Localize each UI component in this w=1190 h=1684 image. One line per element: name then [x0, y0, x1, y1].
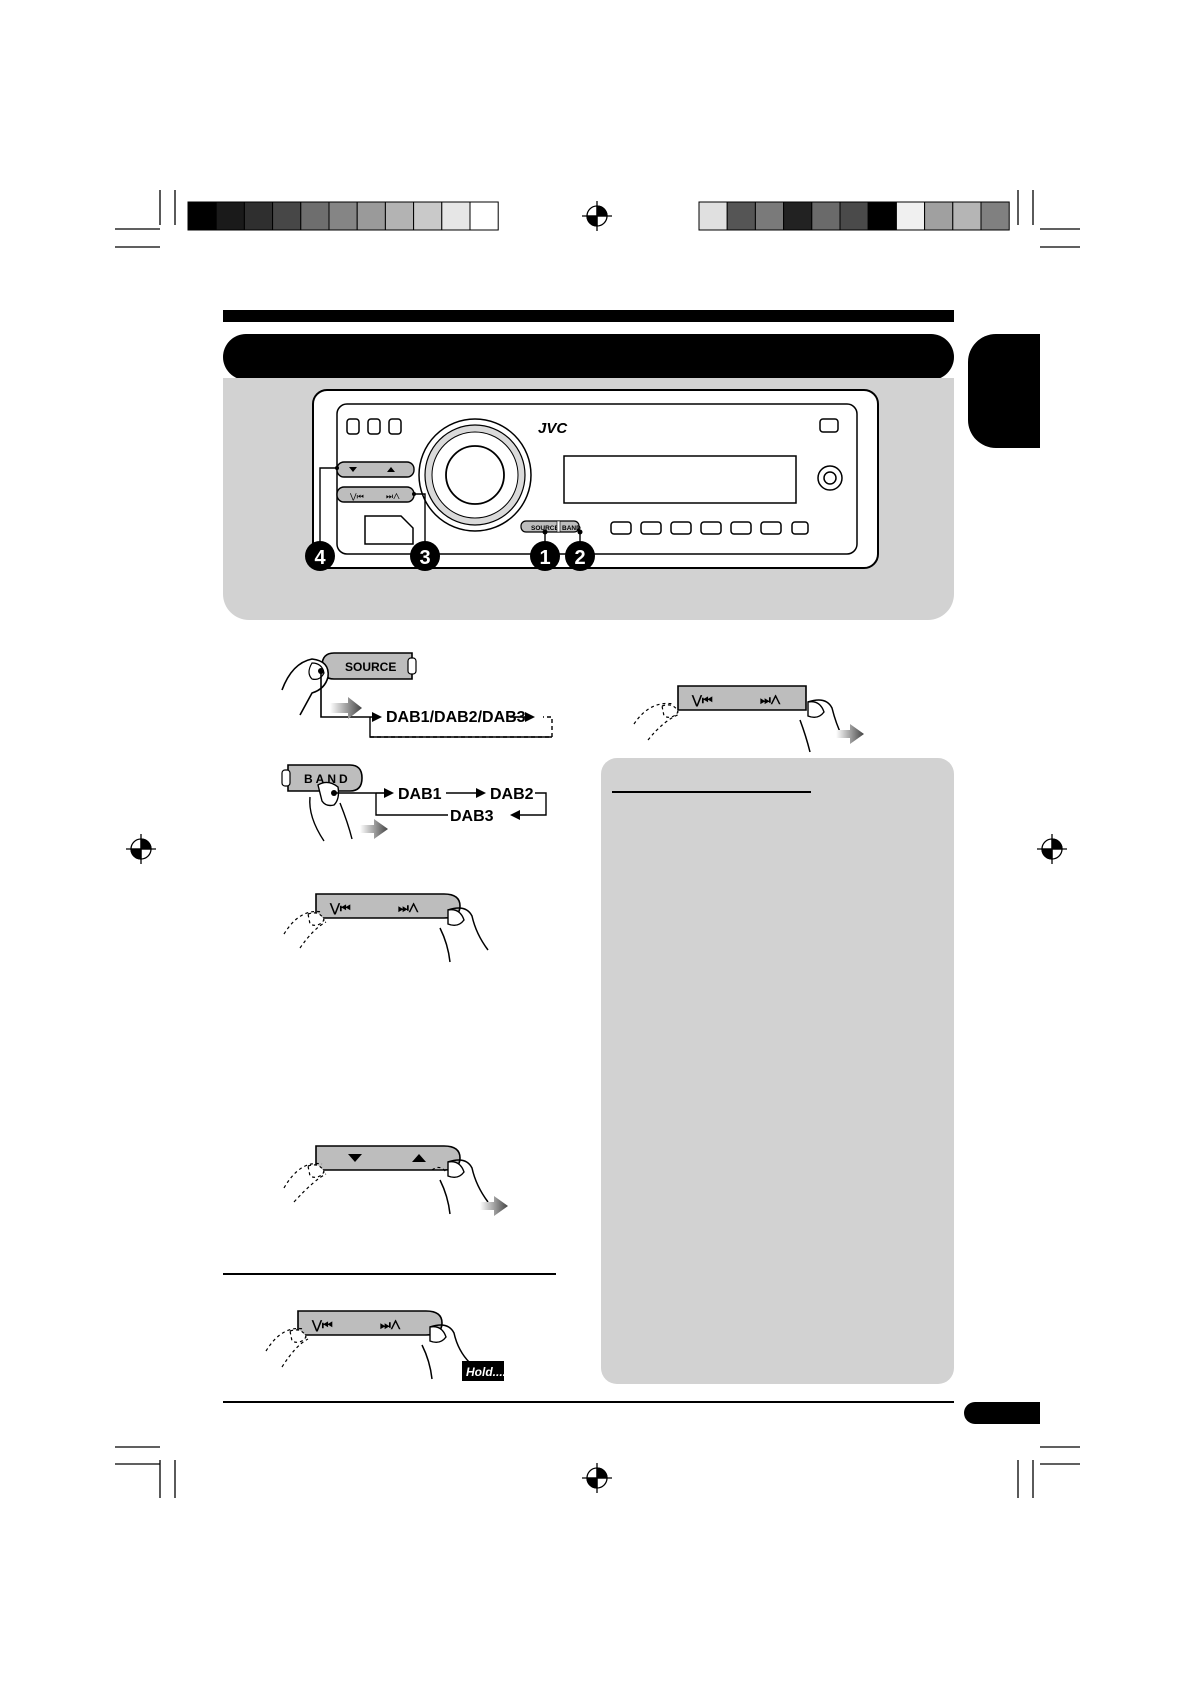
step-source-illustration: SOURCE DAB1/DAB2/DAB3 [281, 652, 553, 738]
svg-text:3: 3 [419, 547, 430, 569]
registration-swatch [441, 201, 471, 231]
registration-swatch [356, 201, 386, 231]
preset-buttons [610, 521, 809, 535]
info-panel [601, 758, 954, 1384]
callout-4: 4 [305, 541, 335, 571]
unit-source-label: SOURCE [531, 525, 559, 532]
registration-bar-left [187, 201, 500, 236]
header-rule [223, 310, 954, 322]
preset-top-buttons [346, 418, 839, 435]
registration-swatch [811, 201, 841, 231]
svg-text:⏭⋀: ⏭⋀ [398, 901, 419, 915]
svg-text:⋁⏮: ⋁⏮ [311, 1318, 333, 1332]
svg-text:2: 2 [574, 547, 585, 569]
svg-text:⋁⏮: ⋁⏮ [329, 901, 351, 915]
registration-swatch [839, 201, 869, 231]
registration-swatch [469, 201, 499, 231]
registration-swatch [726, 201, 756, 231]
unit-band-label: BAND [562, 525, 581, 532]
step-hold-illustration: ⋁⏮ ⏭⋀ Hold.... [265, 1310, 506, 1381]
target-mark-top [582, 201, 612, 231]
registration-swatch [754, 201, 785, 231]
card-slot [364, 515, 414, 545]
registration-swatch [952, 201, 982, 231]
car-stereo-illustration: JVC ⋁⏮ ⏭⋀ SOURCE BAND [305, 389, 879, 571]
registration-swatch [698, 201, 728, 231]
registration-bar-left-svg [187, 201, 499, 231]
svg-text:⏭⋀: ⏭⋀ [760, 693, 781, 707]
step-right-skip-illustration: ⋁⏮ ⏭⋀ [633, 685, 864, 753]
svg-text:⋁⏮: ⋁⏮ [691, 693, 713, 707]
band-button-label: BAND [304, 772, 351, 786]
info-panel-heading-rule [612, 791, 811, 793]
registration-bar-right [698, 201, 1011, 236]
registration-bar-right-svg [698, 201, 1010, 231]
source-cycle-text: DAB1/DAB2/DAB3 [386, 709, 526, 726]
registration-swatch [300, 201, 330, 231]
step-skip-illustration: ⋁⏮ ⏭⋀ [283, 893, 489, 963]
registration-swatch [215, 201, 245, 231]
band-cycle-1: DAB1 [398, 786, 442, 803]
left-column-rule [223, 1273, 556, 1275]
section-title-bar [223, 334, 954, 380]
registration-swatch [384, 201, 415, 231]
callout-3: 3 [410, 541, 440, 571]
registration-swatch [328, 201, 358, 231]
svg-text:⋁⏮: ⋁⏮ [349, 492, 364, 501]
registration-swatch [895, 201, 926, 231]
registration-swatch [980, 201, 1010, 231]
display-window [563, 455, 797, 504]
registration-swatch [413, 201, 443, 231]
callout-2: 2 [565, 541, 595, 571]
callout-1: 1 [530, 541, 560, 571]
svg-text:⏭⋀: ⏭⋀ [380, 1318, 401, 1332]
registration-swatch [187, 201, 217, 231]
footer-rule [223, 1401, 954, 1403]
svg-text:4: 4 [314, 547, 326, 569]
skip-button-shape [336, 486, 415, 503]
language-tab [968, 334, 1040, 448]
registration-swatch [243, 201, 274, 231]
step-updown-illustration [283, 1145, 508, 1216]
page-number-tab [964, 1402, 1040, 1424]
band-cycle-2: DAB2 [490, 786, 534, 803]
svg-text:1: 1 [539, 547, 550, 569]
source-button-label: SOURCE [345, 660, 396, 674]
target-mark-right [1037, 834, 1067, 864]
hold-label: Hold.... [466, 1365, 506, 1379]
up-down-button-shape [336, 461, 415, 478]
target-mark-bottom [582, 1463, 612, 1493]
volume-dial [418, 418, 532, 532]
registration-swatch [924, 201, 954, 231]
step-band-illustration: BAND DAB1 DAB2 DAB3 [281, 764, 547, 842]
target-mark-left [126, 834, 156, 864]
svg-text:⏭⋀: ⏭⋀ [386, 492, 400, 501]
brand-logo: JVC [538, 420, 568, 437]
band-cycle-3: DAB3 [450, 808, 494, 825]
